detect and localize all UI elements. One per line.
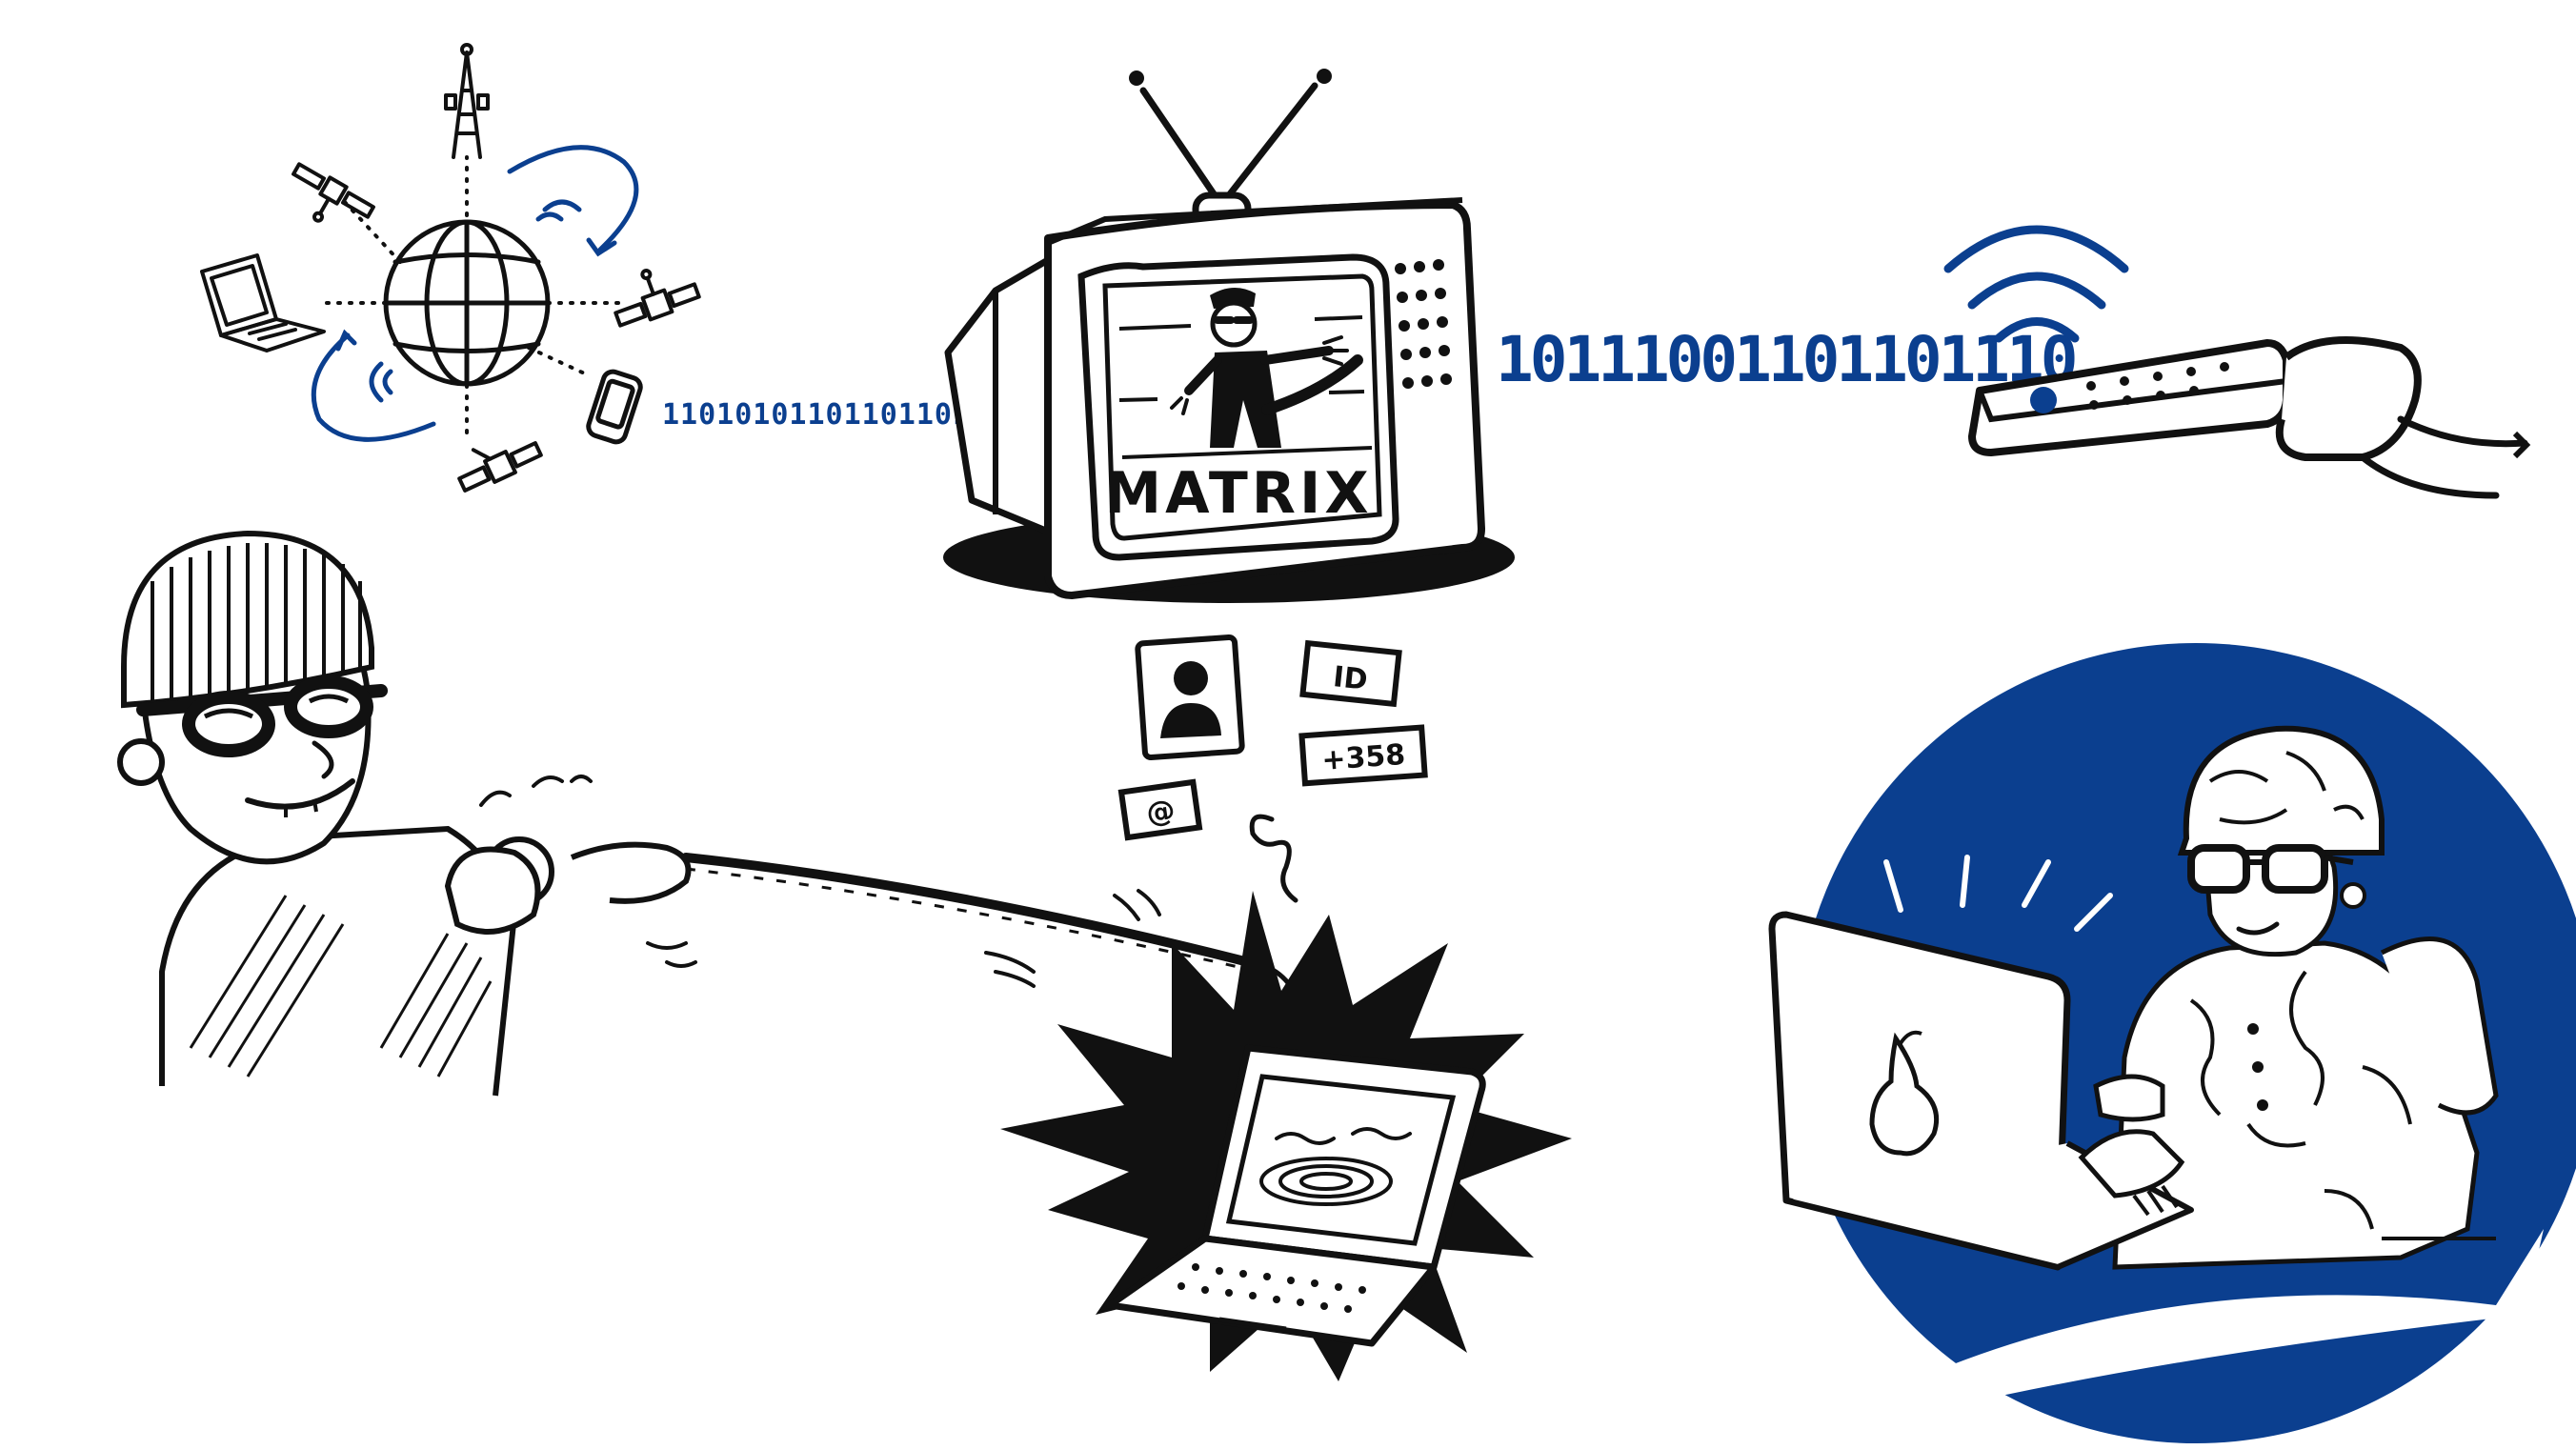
phone-icon xyxy=(586,369,643,445)
laptop-icon xyxy=(200,253,326,352)
hacker-figure xyxy=(117,530,697,1097)
radio-tower-icon xyxy=(444,43,490,159)
id-card: ID xyxy=(1299,639,1402,708)
email-card: @ xyxy=(1117,778,1203,841)
globe-icon xyxy=(383,219,551,387)
remote-control-icon xyxy=(1943,225,2531,499)
phished-laptop xyxy=(1000,891,1572,1381)
tv-icon: MATRIX xyxy=(943,69,1515,603)
defender-scene xyxy=(1768,643,2576,1443)
phone-number-card: +358 xyxy=(1298,724,1428,787)
binary-stream-small: 11010101101101101 xyxy=(662,398,971,432)
agent-figure xyxy=(1170,287,1363,448)
satellite-icon xyxy=(457,441,543,493)
binary-stream-large: 10111001101101110 xyxy=(1496,323,2075,396)
tv-screen-title: MATRIX xyxy=(1104,460,1372,527)
svg-text:ID: ID xyxy=(1332,660,1370,697)
satellite-icon xyxy=(292,162,375,223)
pear-logo-icon xyxy=(1869,1030,1940,1157)
svg-text:@: @ xyxy=(1144,794,1177,831)
tv-speaker xyxy=(1395,259,1452,389)
data-cards: ID +358 @ xyxy=(1117,634,1428,903)
profile-card-icon xyxy=(1135,634,1245,761)
satellite-icon xyxy=(614,269,701,328)
network-cluster: 11010101101101101 xyxy=(200,43,971,493)
svg-text:+358: +358 xyxy=(1320,738,1406,777)
